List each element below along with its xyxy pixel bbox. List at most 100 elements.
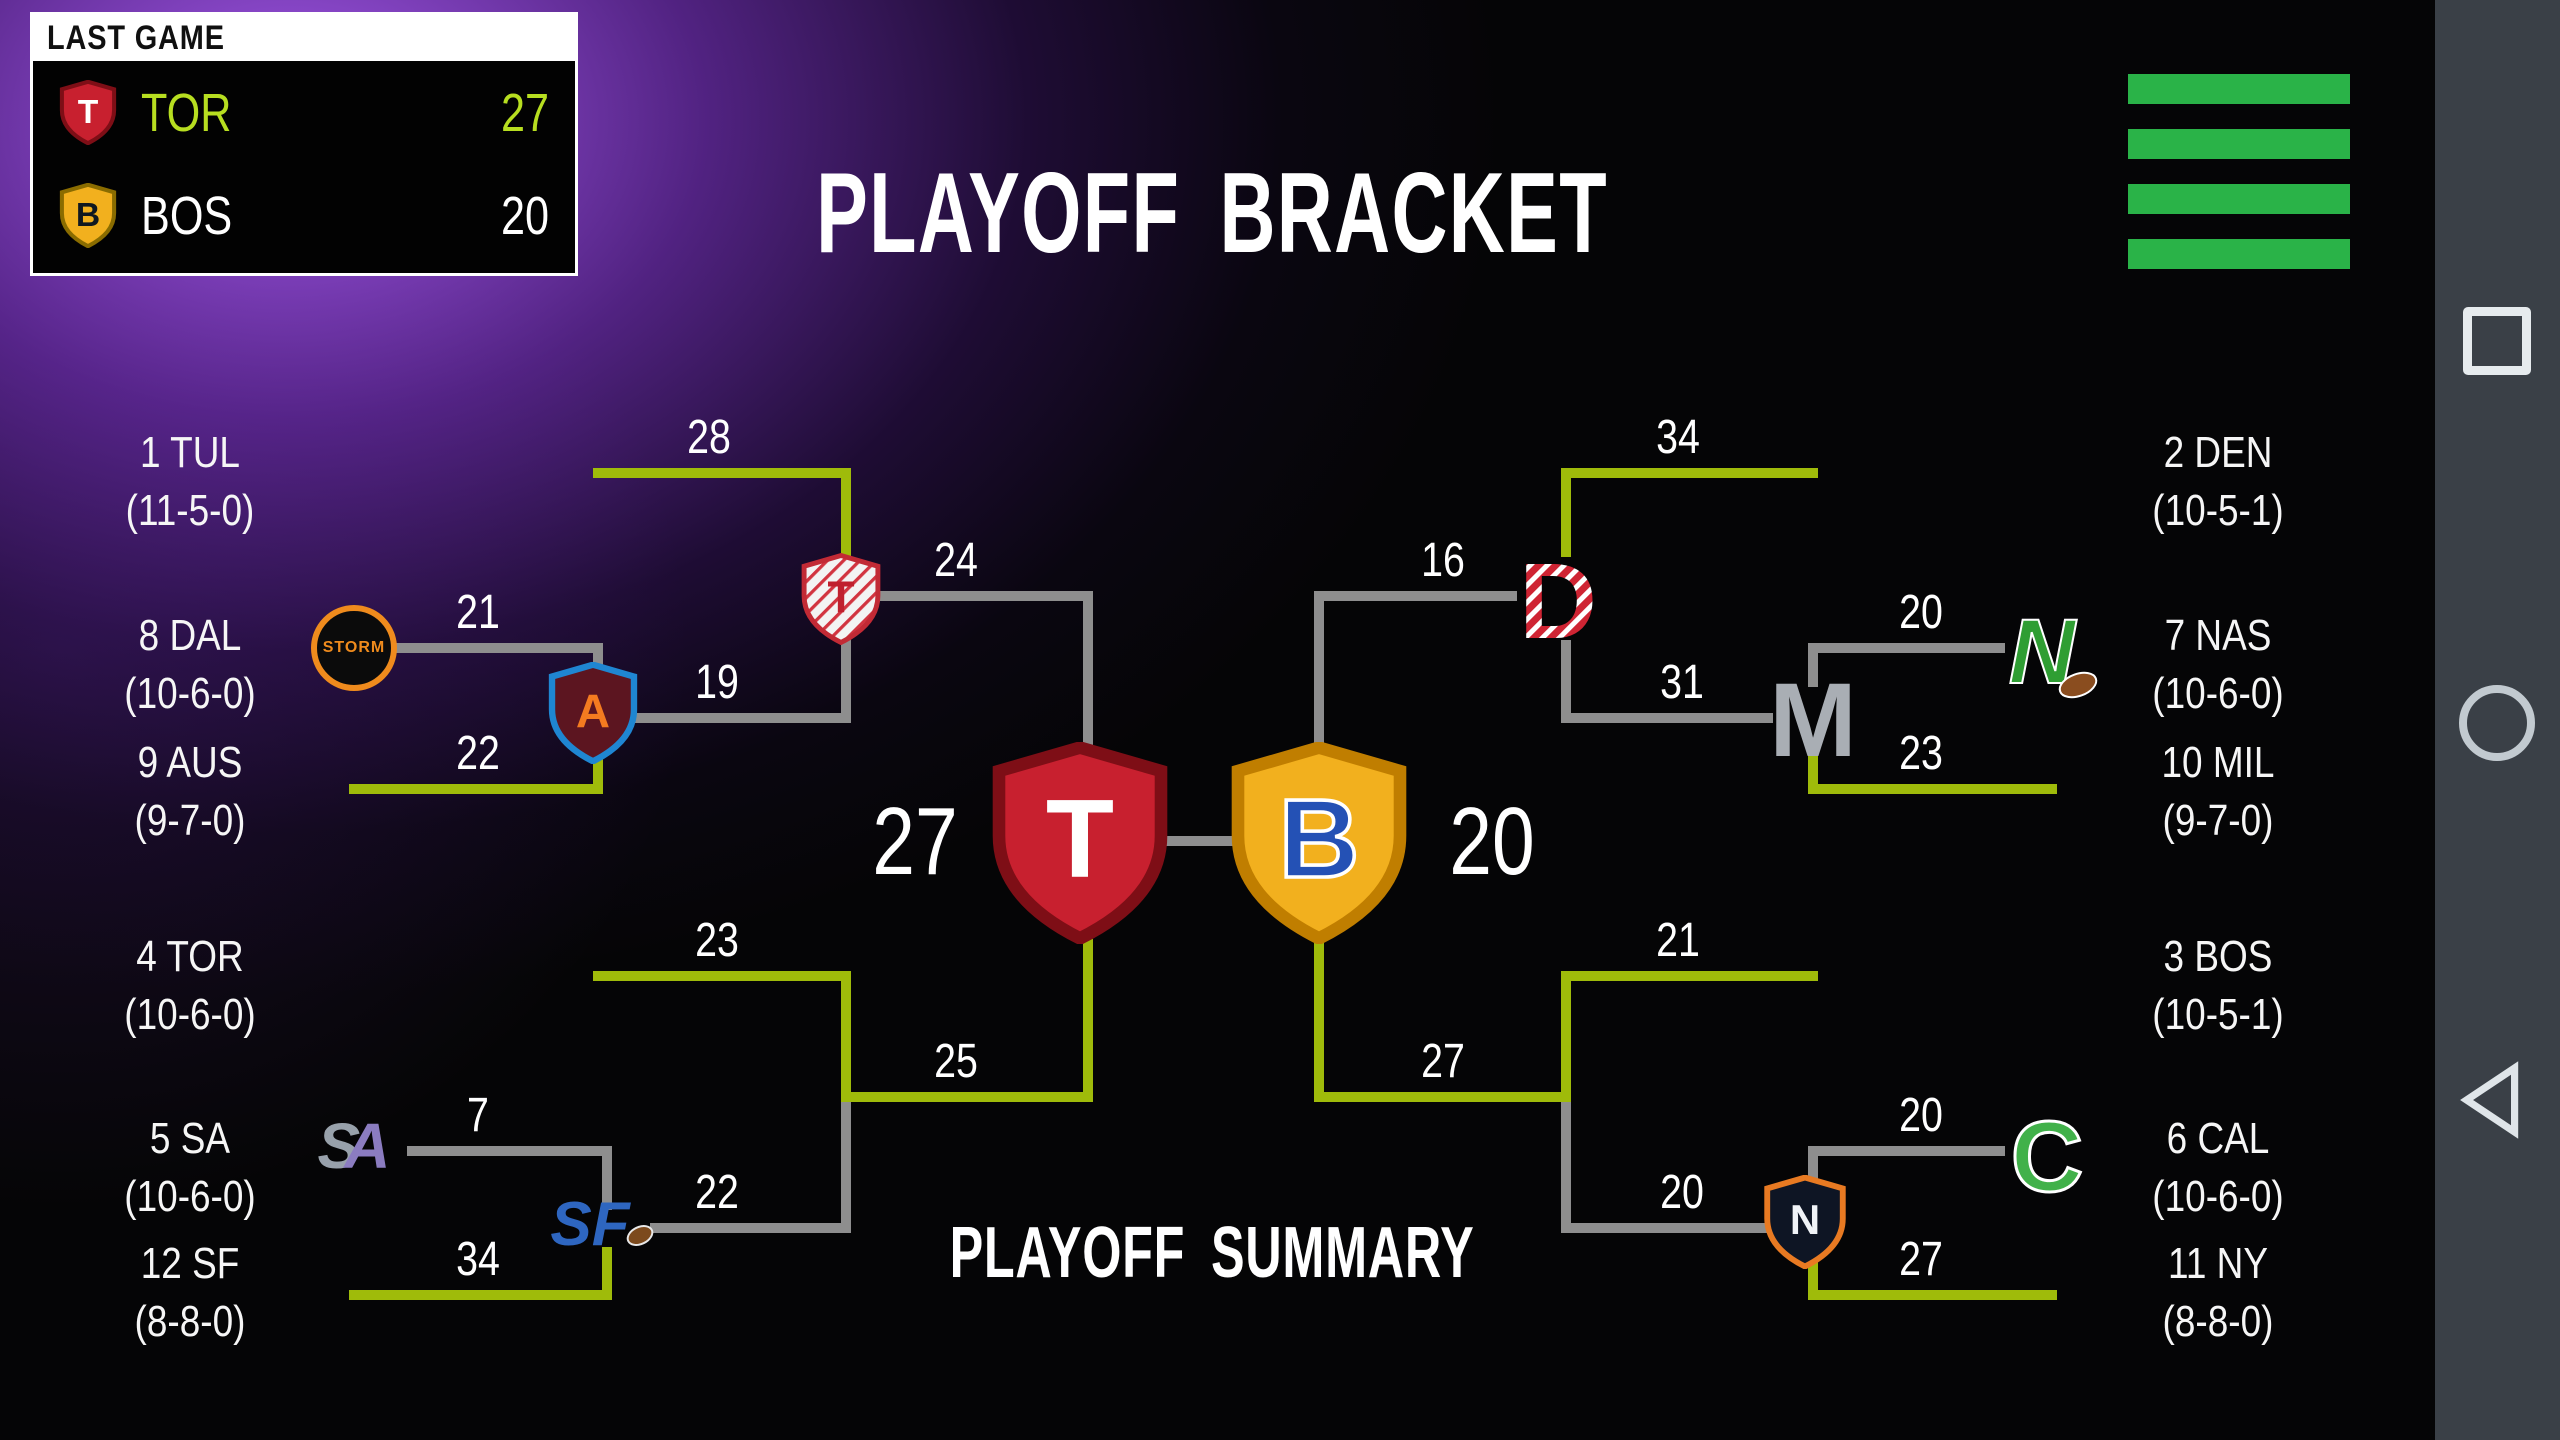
team-label: 8 DAL (10-6-0) — [56, 607, 325, 723]
score-bos-qf: 21 — [1656, 914, 1700, 967]
cal-logo: C — [2009, 1100, 2084, 1210]
team-record: (8-8-0) — [134, 1297, 246, 1346]
last-game-score: 20 — [500, 185, 549, 246]
bracket-line — [349, 784, 603, 794]
mil-logo: M — [1769, 662, 1856, 776]
score-ny-r1: 27 — [1899, 1233, 1943, 1286]
bracket-line — [593, 468, 851, 478]
bos-mini-letter: B — [76, 197, 100, 234]
bracket-line — [593, 713, 851, 723]
den-letter: D — [1519, 540, 1597, 658]
bracket-line — [650, 1223, 851, 1233]
last-game-team: TOR — [141, 82, 232, 143]
team-record: (9-7-0) — [2162, 796, 2274, 845]
bracket-line — [1561, 640, 1571, 723]
score-tul-qf: 28 — [687, 411, 731, 464]
team-label: 10 MIL (9-7-0) — [2084, 734, 2353, 850]
bracket-line — [1561, 971, 1818, 981]
team-seed: 12 SF — [140, 1239, 240, 1288]
bracket-line — [1314, 591, 1517, 601]
bracket-line — [1808, 1146, 2005, 1156]
last-game-score: 27 — [500, 82, 549, 143]
team-record: (10-6-0) — [124, 990, 256, 1039]
team-seed: 10 MIL — [2161, 738, 2275, 787]
bos-mini-logo: B — [59, 183, 117, 248]
bracket-line — [1135, 836, 1265, 846]
football-icon — [2058, 671, 2098, 699]
sf-logo: SF — [527, 1194, 677, 1256]
team-record: (10-6-0) — [2152, 669, 2284, 718]
menu-bar — [2128, 129, 2350, 159]
android-navbar — [2435, 0, 2560, 1440]
tul-logo: T — [801, 553, 881, 645]
team-label: 9 AUS (9-7-0) — [56, 734, 325, 850]
team-seed: 4 TOR — [136, 932, 244, 981]
score-cal-r1: 20 — [1899, 1089, 1943, 1142]
back-icon[interactable] — [2457, 1058, 2537, 1142]
last-game-title: LAST GAME — [47, 18, 225, 57]
bracket-line — [602, 1146, 612, 1210]
bracket-line — [1561, 1092, 1571, 1233]
score-bos-sf: 27 — [1421, 1035, 1465, 1088]
menu-bar — [2128, 239, 2350, 269]
bracket-line — [407, 1146, 612, 1156]
home-icon[interactable] — [2459, 685, 2535, 761]
bracket-line — [1808, 784, 2057, 794]
tul-letter: T — [827, 573, 854, 622]
score-mil-qf: 31 — [1660, 656, 1704, 709]
bracket-line — [841, 595, 851, 723]
last-game-header: LAST GAME — [33, 15, 575, 61]
sf-letters: SF — [550, 1190, 630, 1259]
bracket-line — [1561, 1223, 1818, 1233]
bracket-line — [1561, 971, 1571, 1102]
team-seed: 1 TUL — [140, 428, 240, 477]
team-seed: 6 CAL — [2166, 1114, 2270, 1163]
bracket-line — [841, 971, 851, 1102]
team-label: 1 TUL (11-5-0) — [56, 424, 325, 540]
team-label: 12 SF (8-8-0) — [56, 1235, 325, 1351]
bos-letter: B — [1279, 776, 1360, 901]
bracket-line — [1314, 1092, 1571, 1102]
sa-letter-a: A — [344, 1110, 391, 1182]
tor-mini-logo: T — [59, 80, 117, 145]
bracket-line — [602, 1247, 612, 1300]
final-score-bos: 20 — [1449, 788, 1535, 895]
score-ny-qf: 20 — [1660, 1166, 1704, 1219]
team-record: (10-6-0) — [124, 1172, 256, 1221]
score-tor-qf: 23 — [695, 914, 739, 967]
playoff-summary-button[interactable]: PLAYOFF SUMMARY — [949, 1213, 1475, 1293]
cal-letter: C — [2011, 1101, 2083, 1209]
tor-mini-letter: T — [78, 94, 99, 131]
bracket-line — [1314, 939, 1324, 1102]
bracket-line — [1314, 591, 1324, 750]
bracket-line — [349, 1290, 612, 1300]
team-label: 2 DEN (10-5-1) — [2084, 424, 2353, 540]
page-title: PLAYOFF BRACKET — [816, 150, 1608, 277]
bracket-line — [1561, 468, 1571, 557]
recents-icon[interactable] — [2463, 307, 2531, 375]
score-tor-sf: 25 — [934, 1035, 978, 1088]
sa-letter-s: S — [317, 1110, 361, 1182]
bracket-line — [1808, 643, 1818, 687]
ny-letter: N — [1790, 1196, 1820, 1243]
score-sf-qf: 22 — [695, 1166, 739, 1219]
score-den-sf: 16 — [1421, 534, 1465, 587]
bracket-line — [841, 1092, 851, 1233]
bracket-line — [841, 591, 1093, 601]
team-seed: 3 BOS — [2163, 932, 2273, 981]
team-record: (11-5-0) — [125, 486, 255, 535]
score-sf-r1: 34 — [456, 1233, 500, 1286]
menu-icon[interactable] — [2128, 74, 2350, 269]
team-label: 4 TOR (10-6-0) — [56, 928, 325, 1044]
score-den-qf: 34 — [1656, 411, 1700, 464]
sa-logo: SA — [284, 1114, 424, 1178]
bracket-line — [1083, 939, 1093, 1102]
bracket-line — [1561, 468, 1818, 478]
bracket-line — [1083, 591, 1093, 750]
bracket-line — [1808, 745, 1818, 794]
team-label: 3 BOS (10-5-1) — [2084, 928, 2353, 1044]
last-game-row: T TOR 27 — [33, 61, 575, 164]
score-nas-r1: 20 — [1899, 586, 1943, 639]
bracket-line — [593, 971, 851, 981]
team-record: (9-7-0) — [134, 796, 246, 845]
